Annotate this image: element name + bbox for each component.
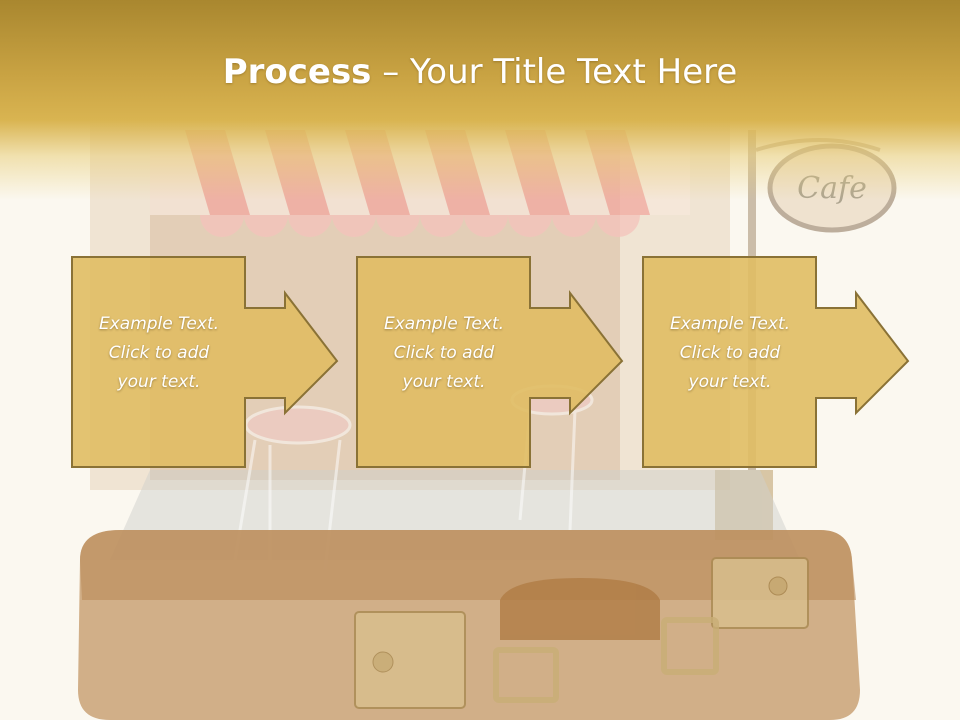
- header-band: [0, 0, 960, 200]
- process-step-1[interactable]: Example Text. Click to add your text.: [71, 256, 339, 468]
- process-step-2-shape: [356, 256, 624, 468]
- process-step-3-text[interactable]: Example Text. Click to add your text.: [669, 314, 791, 392]
- title-bold: Process: [222, 52, 372, 92]
- title-rest: – Your Title Text Here: [371, 52, 738, 92]
- process-step-1-text[interactable]: Example Text. Click to add your text.: [98, 314, 220, 392]
- process-step-1-shape: [71, 256, 339, 468]
- process-step-3[interactable]: Example Text. Click to add your text.: [642, 256, 910, 468]
- process-step-2-text[interactable]: Example Text. Click to add your text.: [383, 314, 505, 392]
- process-step-3-shape: [642, 256, 910, 468]
- slide-title[interactable]: Process – Your Title Text Here: [0, 52, 960, 92]
- process-step-2[interactable]: Example Text. Click to add your text.: [356, 256, 624, 468]
